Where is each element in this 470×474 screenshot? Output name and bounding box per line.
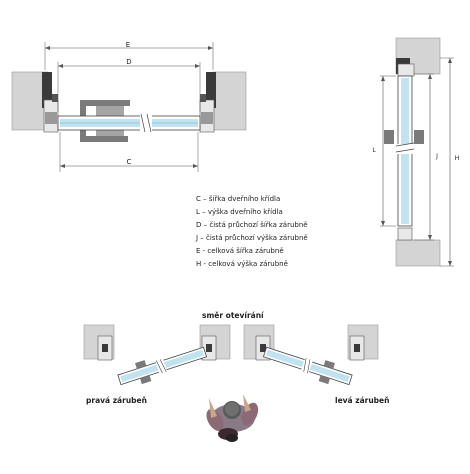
left-open-leaf [262, 346, 353, 386]
vertical-section: L J H [372, 37, 460, 267]
legend-item-h: H - celková výška zárubně [196, 260, 288, 268]
dimension-h-label: H [455, 155, 460, 162]
right-frame-variant [83, 324, 231, 386]
bottom-frame-profile [397, 227, 413, 241]
right-frame-caption: pravá zárubeň [86, 396, 147, 405]
dimension-c-label: C [127, 158, 132, 166]
floor [395, 239, 441, 267]
right-wall [212, 71, 247, 131]
legend-item-c: C – šířka dveřního křídla [196, 195, 281, 203]
legend-item-l: L – výška dveřního křídla [196, 208, 283, 216]
left-frame-profile [42, 72, 59, 133]
person-icon [206, 394, 259, 442]
opening-direction-caption: směr otevírání [202, 311, 264, 320]
left-frame-caption: levá zárubeň [335, 396, 390, 405]
legend-item-e: E - celková šířka zárubně [196, 247, 284, 255]
horizontal-section: E D C [11, 41, 247, 172]
top-frame-profile [397, 63, 415, 77]
dimension-d-label: D [126, 58, 131, 66]
vertical-handle-right [414, 130, 424, 144]
legend-item-d: D – čistá průchozí šířka zárubně [196, 221, 308, 229]
right-frame-profile [199, 72, 216, 133]
legend-item-j: J – čistá průchozí výška zárubně [196, 234, 308, 242]
dimension-legend: C – šířka dveřního křídla L – výška dveř… [196, 194, 366, 272]
dimension-j-label: J [435, 153, 438, 160]
dimension-e-label: E [126, 41, 130, 49]
door-handle-bottom [80, 136, 128, 142]
door-handle-top [80, 100, 130, 106]
vertical-handle-left [384, 130, 394, 144]
left-frame-variant [243, 324, 379, 386]
break-gap [140, 114, 152, 132]
right-open-leaf [117, 346, 208, 386]
dimension-l-label: L [372, 147, 376, 154]
